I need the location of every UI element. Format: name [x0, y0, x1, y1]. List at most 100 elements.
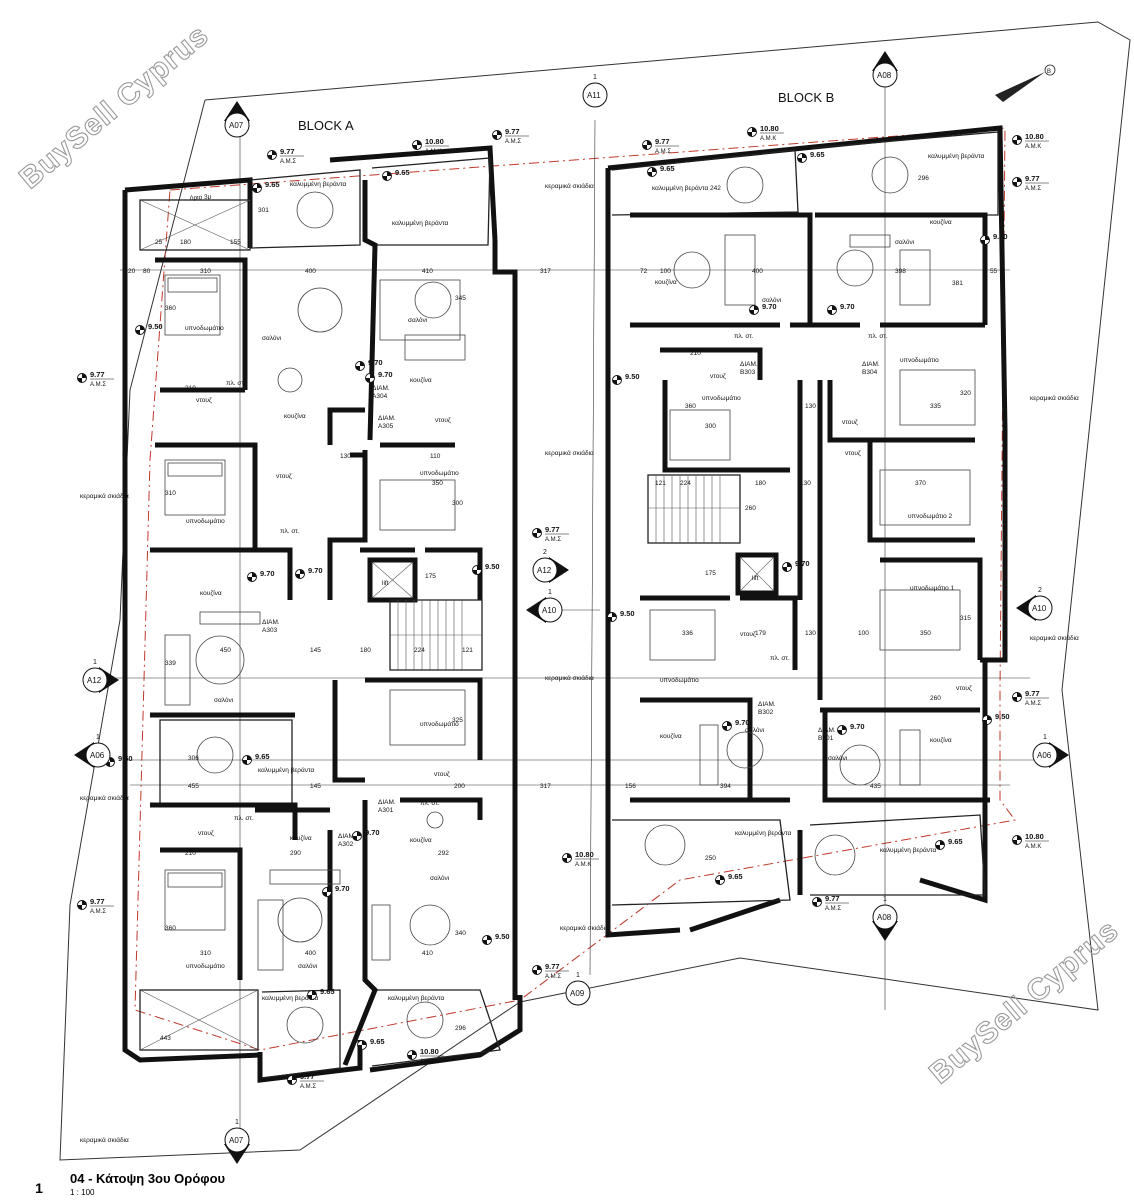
level-value: 9.77 — [1025, 689, 1040, 698]
room-labels-b: καλυμμένη βεράντα καλυμμένη βεράντα κουζ… — [652, 152, 984, 854]
room-label: σαλόνι — [298, 962, 318, 970]
level-value: 9.77 — [1025, 174, 1040, 183]
level-value: 9.70 — [850, 722, 865, 731]
level-value: 9.77 — [90, 897, 105, 906]
block-a-title: BLOCK A — [298, 118, 354, 133]
pergola-label: κεραμικά σκιάδια — [80, 794, 129, 802]
block-b-title: BLOCK B — [778, 90, 834, 105]
level-marker: 10.80Α.Μ.Κ — [412, 137, 449, 155]
dim-text: 145 — [310, 783, 321, 790]
room-label: υπνοδωμάτιο — [900, 356, 939, 364]
level-value: 9.50 — [995, 712, 1010, 721]
level-label: Α.Μ.Σ — [825, 906, 841, 912]
level-value: 9.77 — [505, 127, 520, 136]
dim-text: 180 — [360, 647, 371, 654]
dim-text: 210 — [690, 350, 701, 357]
dim-text: 360 — [165, 925, 176, 932]
level-label: Α.Μ.Κ — [1025, 844, 1041, 850]
room-label: πλ. στ. — [234, 815, 254, 822]
room-label: σαλόνι — [762, 296, 782, 304]
level-marker: 9.50 — [472, 562, 500, 575]
dim-text: 360 — [685, 403, 696, 410]
room-label: ντουζ — [276, 473, 292, 480]
level-marker: 9.70 — [352, 828, 380, 841]
floor-plan-drawing: όριο 3μ — [13, 18, 1131, 1164]
room-label: υπνοδωμάτιο — [660, 676, 699, 684]
level-value: 9.65 — [948, 837, 963, 846]
room-label: κουζίνα — [930, 736, 952, 744]
dim-text: 175 — [705, 570, 716, 577]
dim-text: 296 — [455, 1025, 466, 1032]
level-value: 9.50 — [993, 232, 1008, 241]
level-marker: 10.80Α.Μ.Κ — [1012, 132, 1049, 150]
dim-text: 443 — [160, 1035, 171, 1042]
section-name: A06 — [1037, 751, 1052, 760]
dim-text: 300 — [452, 500, 463, 507]
level-marker: 9.77Α.Μ.Σ — [812, 894, 849, 912]
level-label: Α.Μ.Σ — [90, 909, 106, 915]
dim-text: 260 — [745, 505, 756, 512]
level-label: Α.Μ.Σ — [655, 149, 671, 155]
level-marker: 9.50 — [612, 372, 640, 385]
dim-text: 325 — [452, 717, 463, 724]
level-value: 10.80 — [425, 137, 444, 146]
level-marker: 10.80Α.Μ.Κ — [747, 124, 784, 142]
level-marker: 9.70 — [247, 569, 275, 582]
room-label: σαλόνι — [745, 726, 765, 734]
dim-text: 80 — [143, 268, 151, 275]
room-label: υπνοδωμάτιο — [420, 720, 459, 728]
room-label: καλυμμένη βεράντα — [258, 766, 314, 774]
pergola-label: κεραμικά σκιάδια — [545, 449, 594, 457]
room-label: lift — [752, 575, 759, 582]
dim-text: 301 — [258, 207, 269, 214]
dim-text: 398 — [895, 268, 906, 275]
level-value: 9.70 — [260, 569, 275, 578]
section-name: A12 — [537, 566, 552, 575]
dim-text: 121 — [655, 480, 666, 487]
pergola-label: κεραμικά σκιάδια — [1030, 634, 1079, 642]
level-value: 9.50 — [495, 932, 510, 941]
section-name: A08 — [877, 71, 892, 80]
level-value: 9.65 — [370, 1037, 385, 1046]
watermark-top: BuySell Cyprus — [13, 19, 215, 196]
dim-text: 410 — [422, 268, 433, 275]
level-value: 9.77 — [655, 137, 670, 146]
section-number: 2 — [1038, 587, 1042, 594]
level-marker: 9.77Α.Μ.Σ — [77, 370, 114, 388]
section-name: A11 — [587, 91, 601, 100]
apt-prefix: ΔΙΑΜ. — [862, 361, 880, 368]
apt-label: A304 — [372, 393, 388, 400]
dim-text: 410 — [422, 950, 433, 957]
section-name: A08 — [877, 913, 892, 922]
dim-text: 290 — [290, 850, 301, 857]
room-label: ντουζ — [842, 419, 858, 426]
room-label: υπνοδωμάτιο 2 — [908, 512, 953, 520]
section-name: A06 — [90, 751, 105, 760]
dim-text: 320 — [960, 390, 971, 397]
dim-text: 121 — [462, 647, 473, 654]
room-label: καλυμμένη βεράντα — [652, 184, 708, 192]
level-value: 10.80 — [1025, 132, 1044, 141]
pergola-labels: κεραμικά σκιάδια κεραμικά σκιάδια κεραμι… — [80, 182, 1079, 1144]
dim-text: 310 — [165, 490, 176, 497]
level-marker: 9.65 — [647, 164, 675, 177]
drawing-scale: 1 : 100 — [70, 1188, 95, 1197]
dim-text: 317 — [540, 268, 551, 275]
room-label: υπνοδωμάτιο — [186, 962, 225, 970]
north-arrow: B — [995, 64, 1056, 102]
dim-text: 25 — [155, 239, 163, 246]
dim-text: 296 — [918, 175, 929, 182]
dim-text: 180 — [180, 239, 191, 246]
title-block: 1 04 - Κάτοψη 3ου Ορόφου 1 : 100 — [24, 1170, 624, 1200]
dim-text: 310 — [200, 268, 211, 275]
apt-prefix: ΔΙΑΜ. — [262, 619, 280, 626]
dim-text: 100 — [660, 268, 671, 275]
dim-text: 145 — [310, 647, 321, 654]
pergola-label: κεραμικά σκιάδια — [545, 674, 594, 682]
room-label: υπνοδωμάτιο — [185, 324, 224, 332]
level-value: 9.50 — [118, 754, 133, 763]
